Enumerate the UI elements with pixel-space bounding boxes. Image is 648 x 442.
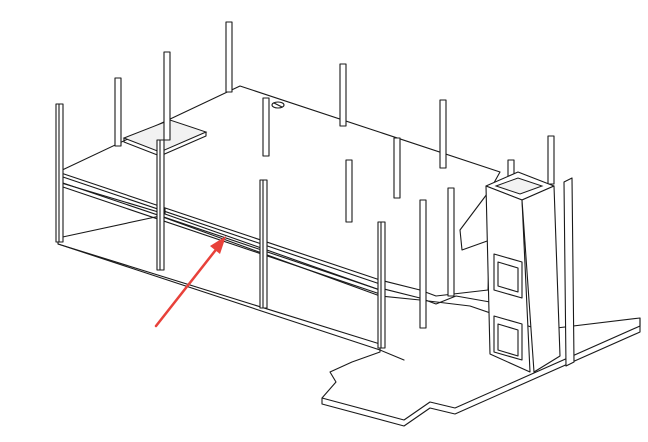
column — [419, 199, 427, 329]
column — [447, 187, 455, 297]
column — [393, 137, 401, 199]
core-tower — [485, 171, 575, 373]
column — [156, 139, 165, 271]
column — [114, 77, 122, 147]
columns — [55, 21, 555, 349]
arrow-icon — [154, 236, 226, 328]
core-opening-upper — [493, 253, 523, 299]
column — [262, 97, 270, 157]
column — [163, 51, 171, 141]
column — [55, 103, 64, 243]
column — [377, 221, 386, 349]
column — [339, 63, 347, 127]
column — [547, 135, 555, 185]
core-opening-lower — [493, 315, 523, 361]
column — [345, 159, 353, 223]
column — [439, 99, 447, 169]
column — [259, 179, 268, 309]
slab-tag — [271, 101, 285, 109]
column — [225, 21, 233, 93]
